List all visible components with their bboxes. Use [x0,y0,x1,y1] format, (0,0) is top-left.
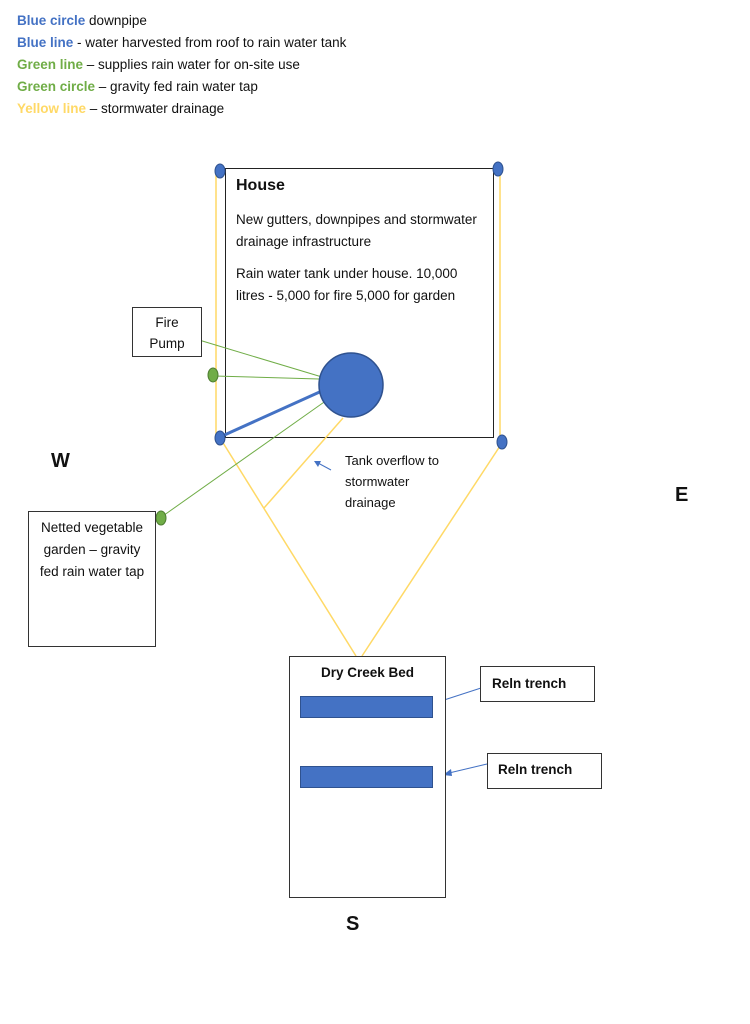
rain-water-tank [318,352,384,418]
legend-row-green-circle: Green circle – gravity fed rain water ta… [17,76,346,98]
garden-label: Netted vegetable garden – gravity fed ra… [39,520,145,579]
stormwater-line-sw-to-creek [219,437,357,657]
reln-trench-label-box-1: Reln trench [480,666,595,702]
reln-trench-label-2: Reln trench [498,762,573,777]
legend-key: Green circle [17,79,96,94]
legend-row-blue-circle: Blue circle downpipe [17,10,346,32]
compass-south: S [346,913,360,935]
legend-key: Green line [17,57,84,72]
compass-west: W [51,450,70,472]
rain-water-tap-house [207,367,219,383]
overflow-arrow-head [314,461,321,467]
supply-line-tap [213,375,320,380]
legend-text: – supplies rain water for on-site use [83,57,300,72]
trench-arrow-2-shaft [448,763,488,774]
reln-trench-label-1: Reln trench [492,676,567,691]
trench-arrow-1-shaft [440,687,482,702]
legend-row-yellow-line: Yellow line – stormwater drainage [17,98,346,120]
legend-text: downpipe [85,13,147,28]
overflow-arrow-shaft [317,462,332,471]
reln-trench-label-box-2: Reln trench [487,753,602,789]
legend-key: Blue line [17,35,74,50]
downpipe-ne [492,161,504,177]
reln-trench-1 [300,696,433,718]
house-infrastructure-text: New gutters, downpipes and stormwater dr… [236,212,477,249]
fire-pump-label: Fire Pump [149,315,185,351]
fire-pump-box: Fire Pump [132,307,202,357]
rain-water-tap-garden [155,510,167,526]
legend-key: Yellow line [17,101,87,116]
reln-trench-2 [300,766,433,788]
overflow-label: Tank overflow to stormwater drainage [345,453,439,510]
legend: Blue circle downpipe Blue line - water h… [17,10,346,120]
legend-key: Blue circle [17,13,86,28]
downpipe-nw [214,163,226,179]
supply-line-garden [159,399,328,519]
legend-text: – stormwater drainage [86,101,225,116]
house-box: House New gutters, downpipes and stormwa… [225,168,494,438]
house-title: House [236,177,285,194]
compass-east: E [675,484,689,506]
harvest-line-to-tank [219,388,325,439]
house-tank-text: Rain water tank under house. 10,000 litr… [236,266,458,303]
legend-row-green-line: Green line – supplies rain water for on-… [17,54,346,76]
legend-text: - water harvested from roof to rain wate… [73,35,347,50]
dry-creek-bed-title: Dry Creek Bed [320,665,415,680]
legend-row-blue-line: Blue line - water harvested from roof to… [17,32,346,54]
downpipe-se [496,434,508,450]
supply-line-fire-pump [198,339,323,378]
legend-text: – gravity fed rain water tap [95,79,258,94]
garden-box: Netted vegetable garden – gravity fed ra… [28,511,156,647]
downpipe-sw [214,430,226,446]
stormwater-line-se-to-creek [361,442,503,657]
tank-overflow-line [263,417,344,509]
